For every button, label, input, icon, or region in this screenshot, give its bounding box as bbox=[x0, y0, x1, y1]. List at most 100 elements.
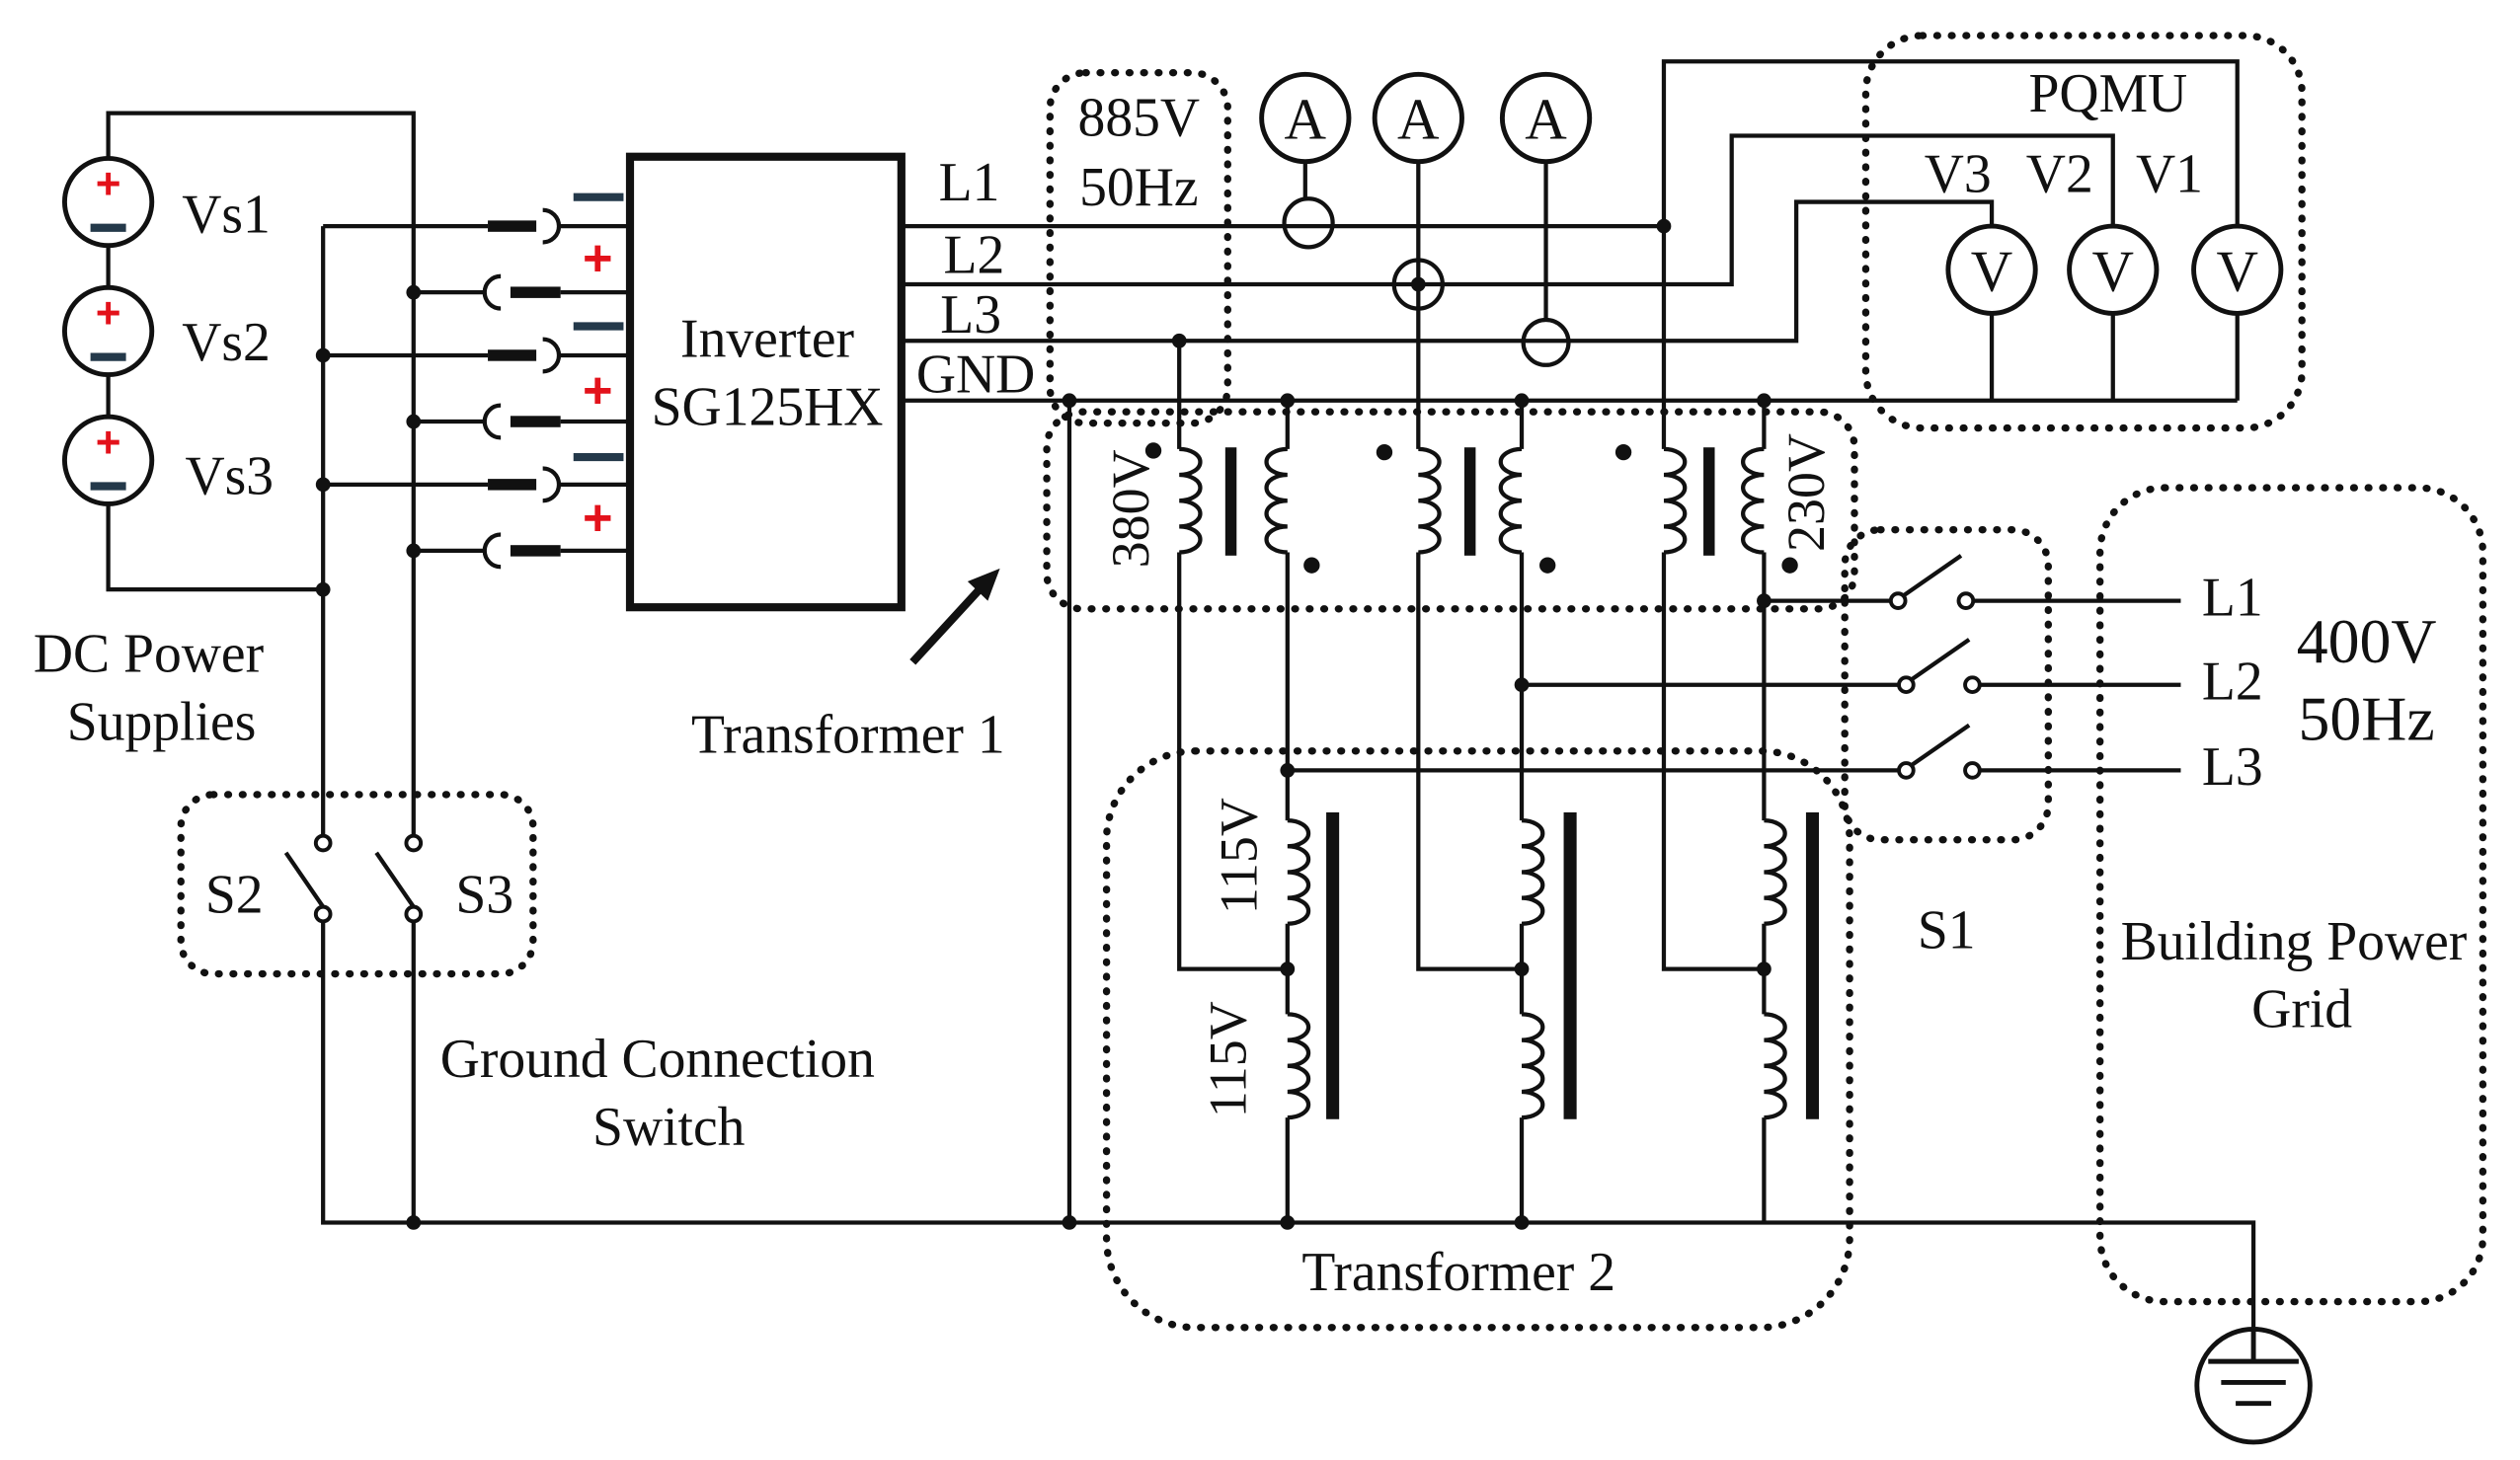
dc-connector-positive bbox=[413, 403, 630, 440]
dc-connector-positive bbox=[413, 273, 630, 311]
junction-dot bbox=[1757, 961, 1772, 976]
junction-dot bbox=[406, 414, 422, 429]
dc-source-vs3: + Vs3 bbox=[61, 414, 274, 507]
junction-dot bbox=[315, 477, 331, 493]
positive-sign: + bbox=[96, 160, 121, 208]
junction-dot bbox=[1280, 763, 1296, 778]
transformer-2-lower-voltage: 115V bbox=[1198, 1001, 1257, 1117]
dc-power-supplies: + Vs1 + Vs2 + Vs3 DC Power Supplies bbox=[34, 111, 416, 836]
switch-s1: S1 bbox=[1841, 525, 2052, 961]
transformer-1-primary-coil bbox=[1418, 446, 1442, 555]
transformer-2-lower-coil bbox=[1287, 1012, 1311, 1120]
inverter-box bbox=[625, 152, 906, 612]
polarity-dot bbox=[1781, 557, 1798, 574]
transformer-1-secondary-voltage: 230V bbox=[1776, 433, 1836, 552]
switch-terminal bbox=[1897, 675, 1916, 695]
inverter: Inverter SG125HX L1 L2 L3 GND bbox=[625, 152, 1035, 612]
transformer-1-core bbox=[1703, 447, 1715, 556]
grid-label: Grid bbox=[2251, 979, 2352, 1040]
transformer-1-secondary-coil bbox=[1498, 446, 1523, 555]
grid-frequency: 50Hz bbox=[2298, 684, 2434, 754]
voltmeter-common-wire bbox=[1989, 313, 2240, 401]
junction-dot bbox=[1062, 393, 1077, 409]
polarity-dot bbox=[1376, 443, 1393, 461]
dc-connector-negative bbox=[323, 207, 630, 245]
junction-dot bbox=[1514, 961, 1530, 976]
transformer-2-label: Transformer 2 bbox=[1301, 1242, 1615, 1303]
ground-symbol-lines bbox=[2208, 1329, 2299, 1407]
connector-plug bbox=[488, 479, 537, 491]
transformer-2-upper-coil bbox=[1287, 817, 1311, 926]
switch-blade-s3 bbox=[374, 851, 416, 908]
switch-terminal bbox=[404, 904, 424, 924]
switch-terminal bbox=[1897, 761, 1916, 780]
transformer-1-secondary-coil bbox=[1741, 446, 1765, 555]
transformer-1-dotted-box bbox=[1043, 408, 1858, 613]
ground-connection-switch: S2 S3 Ground Connection Switch bbox=[177, 791, 875, 1158]
transformer-2-upper-coil bbox=[1521, 817, 1545, 926]
inverter-name: Inverter bbox=[680, 309, 854, 370]
wire-primary-3-return bbox=[1661, 552, 1765, 971]
dc-connector-positive bbox=[413, 532, 630, 570]
inverter-model: SG125HX bbox=[652, 376, 884, 437]
junction-dot bbox=[1062, 1215, 1077, 1230]
ammeter-3 bbox=[1499, 71, 1593, 165]
grid-phase-l3: L3 bbox=[2202, 736, 2263, 798]
positive-terminal-mark: + bbox=[583, 362, 613, 420]
voltmeter-v3 bbox=[1945, 223, 2038, 316]
dc-source-symbol bbox=[61, 284, 155, 378]
switch-s1-label: S1 bbox=[1918, 899, 1976, 961]
switch-blade-l3 bbox=[1910, 723, 1971, 768]
arrow-head bbox=[967, 568, 1000, 601]
ground-switch-label: Switch bbox=[592, 1097, 746, 1158]
output-label-gnd: GND bbox=[916, 345, 1035, 406]
polarity-dot bbox=[1144, 442, 1162, 459]
junction-dot bbox=[1280, 1215, 1296, 1230]
transformer-2-lower-coil bbox=[1521, 1012, 1545, 1120]
ground-switch-label: Ground Connection bbox=[440, 1029, 875, 1090]
connector-plug bbox=[488, 349, 537, 361]
switch-blade-l2 bbox=[1910, 638, 1971, 682]
source-label: Vs1 bbox=[182, 185, 271, 246]
transformer-1-label: Transformer 1 bbox=[691, 704, 1005, 765]
polarity-dot bbox=[1614, 443, 1632, 461]
switch-terminal bbox=[1956, 591, 1976, 610]
dc-power-supplies-label: DC Power bbox=[34, 624, 265, 685]
voltmeter-symbol: V bbox=[2091, 239, 2134, 303]
junction-dot bbox=[406, 1215, 422, 1230]
earth-ground-icon bbox=[2194, 1326, 2313, 1445]
building-power-grid: L1 L2 L3 400V 50Hz Building Power Grid bbox=[2095, 484, 2487, 1306]
junction-dot bbox=[1514, 1215, 1530, 1230]
ammeter-symbol: A bbox=[1525, 88, 1567, 152]
polarity-dot bbox=[1303, 557, 1320, 574]
transformer-1: 380V 230V Transformer 1 bbox=[691, 408, 1858, 765]
voltmeter-symbol: V bbox=[2216, 239, 2258, 303]
wire-l3 bbox=[901, 199, 1995, 344]
junction-dot bbox=[1514, 677, 1530, 693]
output-label-l3: L3 bbox=[940, 284, 1001, 346]
transformer-2-lower-coil bbox=[1764, 1012, 1787, 1120]
positive-sign: + bbox=[96, 289, 121, 338]
connector-socket bbox=[542, 337, 562, 374]
switch-s3-label: S3 bbox=[455, 864, 513, 925]
dc-source-symbol bbox=[61, 155, 155, 249]
transformer-2-core bbox=[1563, 811, 1577, 1119]
switch-terminal bbox=[1963, 675, 1982, 695]
junction-dot bbox=[315, 581, 331, 597]
junction-dot bbox=[1757, 393, 1772, 409]
polarity-dot bbox=[1539, 557, 1556, 574]
switch-terminal bbox=[313, 904, 333, 924]
junction-dot bbox=[315, 347, 331, 363]
transformer-1-secondary-coil bbox=[1264, 446, 1288, 555]
junction-dot bbox=[406, 284, 422, 300]
switch-terminal bbox=[1963, 761, 1982, 780]
junction-dot bbox=[1280, 961, 1296, 976]
source-label: Vs3 bbox=[185, 446, 274, 507]
voltmeter-label-v1: V1 bbox=[2136, 144, 2203, 205]
junction-dot bbox=[1514, 393, 1530, 409]
transformer-2-dotted-box bbox=[1102, 747, 1853, 1332]
switch-s2-label: S2 bbox=[205, 864, 264, 925]
dc-source-vs2: + Vs2 bbox=[61, 284, 271, 378]
dc-positive-bus-wire bbox=[106, 111, 416, 836]
junction-dot bbox=[1757, 593, 1772, 608]
